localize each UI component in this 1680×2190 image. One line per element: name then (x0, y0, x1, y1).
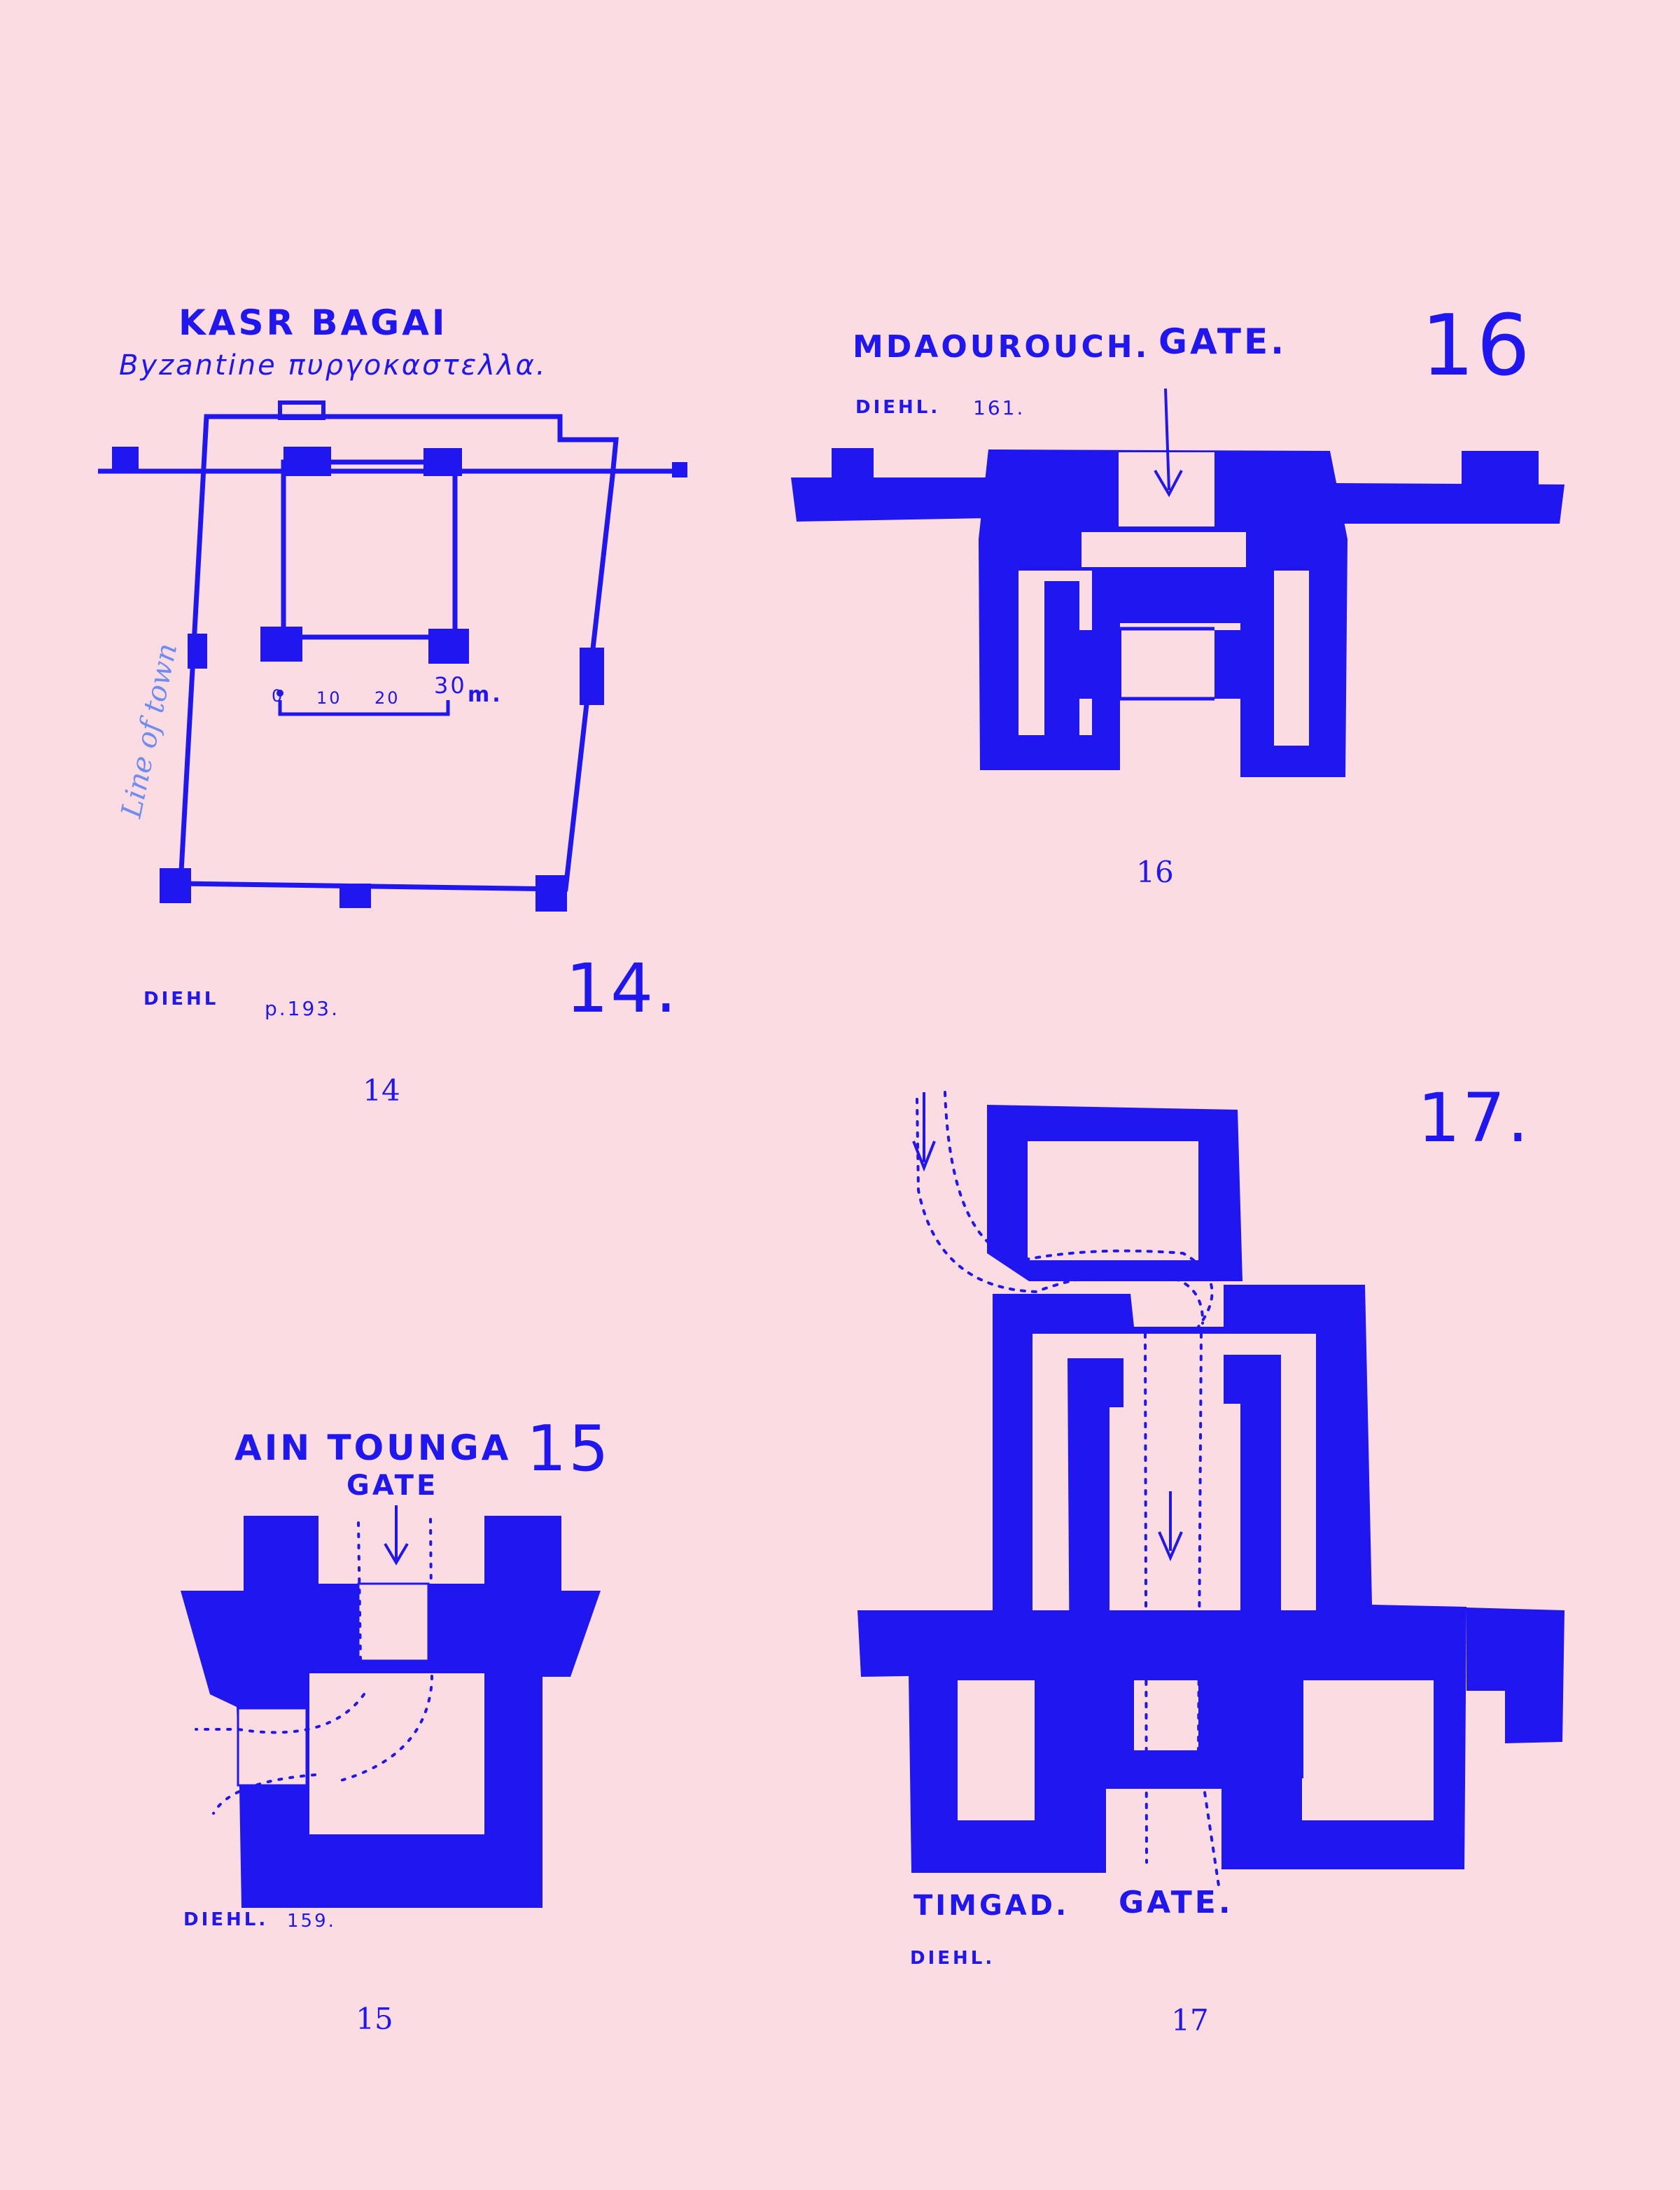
figure-17: 17. TIMGAD. GATE. DIEHL. 17 (858, 1079, 1564, 2037)
figure-16: MDAOUROUCH. GATE. 16 DIEHL. 161. 16 (791, 298, 1564, 889)
figure-17-gate-label: GATE. (1119, 1885, 1233, 1920)
figure-15-side-passage (237, 1707, 308, 1787)
figure-16-inner-block-right (1214, 630, 1244, 699)
figure-16-wall-tower-left (832, 448, 874, 483)
figure-17-main-complex (909, 1285, 1466, 1873)
figure-14-bottom-tower (340, 884, 371, 908)
figure-17-source: DIEHL. (910, 1948, 995, 1969)
figure-16-wall-tower-right (1462, 451, 1539, 487)
figure-17-outer-tower (987, 1105, 1242, 1281)
figure-16-gate-complex (979, 449, 1348, 777)
figure-14-wall-tower-left (112, 447, 139, 471)
figure-16-title: MDAOUROUCH. (853, 329, 1149, 365)
figure-16-inner-block-left (1079, 630, 1121, 699)
figure-15-gate-label: GATE (346, 1470, 438, 1502)
figure-16-page-ref: 161. (973, 396, 1025, 419)
figure-16-gate-arrow (1154, 388, 1183, 498)
figure-16-handwritten-number: 16 (1421, 298, 1532, 395)
figure-14-side-tower-left (188, 634, 207, 669)
figure-17-inner-block-br (1198, 1673, 1303, 1778)
figure-17-passage-arrow (1158, 1491, 1183, 1562)
figure-14-number: 14 (363, 1073, 400, 1108)
figure-14-outer-wall (178, 414, 619, 892)
figure-17-dotted-route (916, 1091, 1221, 1892)
scale-tick-30: 30 (434, 672, 467, 699)
figure-15-dotted-route (195, 1518, 434, 1815)
figure-14-corner-tower-bl (160, 868, 191, 903)
figure-15-page-ref: 159. (287, 1911, 336, 1932)
figure-17-number: 17 (1171, 2003, 1208, 2037)
figure-14-inner-keep (281, 459, 458, 640)
scale-tick-10: 10 (316, 688, 342, 708)
figure-16-inner-tower-left (1044, 581, 1079, 742)
figure-17-handwritten-number: 17. (1418, 1079, 1531, 1157)
figure-14-page-ref: p.193. (265, 997, 340, 1020)
figure-16-inner-tower-right (1242, 567, 1274, 749)
figure-16-gate-label: GATE. (1158, 321, 1287, 362)
figure-14-handwritten-number: 14. (566, 949, 679, 1028)
figure-16-wall-left (791, 477, 990, 522)
figure-17-wall-left (858, 1610, 993, 1677)
figure-17-title: TIMGAD. (913, 1890, 1069, 1922)
figure-14-scale-bar: 0 10 20 30 m. (272, 672, 503, 716)
figure-15: AIN TOUNGA 15 GATE DIEHL. 159. 15 (181, 1412, 611, 2036)
figure-14-side-tower-right (580, 648, 604, 705)
figure-14-title: KASR BAGAI (178, 302, 448, 343)
figure-15-source: DIEHL. (183, 1909, 268, 1930)
figure-15-gate-plan (181, 1516, 601, 1908)
figure-16-wall-right (1330, 483, 1564, 524)
figure-14-keep-tower-bl (260, 627, 302, 662)
scale-tick-20: 20 (374, 688, 400, 708)
figure-14-subtitle: Byzantine πυργοκαστελλα. (119, 349, 547, 382)
figure-17-wall-right (1365, 1605, 1564, 1743)
figure-14: KASR BAGAI Byzantine πυργοκαστελλα. 0 10… (98, 302, 687, 1108)
figure-15-gate-arrow (384, 1505, 409, 1565)
figure-15-gate-passage (357, 1582, 430, 1662)
figure-15-handwritten-number: 15 (526, 1412, 611, 1486)
figure-17-inner-block-bl (1036, 1673, 1134, 1778)
figure-17-inner-tower-left (1068, 1358, 1124, 1680)
figure-15-title: AIN TOUNGA (234, 1428, 511, 1468)
figure-14-keep-tower-br (428, 629, 469, 664)
figure-14-source: DIEHL (144, 989, 218, 1010)
figure-14-corner-tower-br (536, 875, 567, 912)
figure-15-number: 15 (356, 2002, 393, 2036)
figure-17-inner-tower-right (1224, 1355, 1281, 1680)
figure-14-keep-tower-tl (284, 447, 331, 476)
figure-16-source: DIEHL. (855, 397, 940, 418)
scale-tick-0: 0 (272, 686, 284, 706)
figure-14-wall-tower-right (672, 462, 687, 477)
figure-14-top-projection (278, 400, 326, 420)
figure-14-margin-note: Line of town (115, 641, 184, 821)
figure-17-entry-arrow (912, 1092, 936, 1172)
scale-unit: m. (468, 683, 503, 707)
figure-16-number: 16 (1136, 855, 1173, 889)
figure-14-keep-tower-tr (424, 448, 462, 476)
